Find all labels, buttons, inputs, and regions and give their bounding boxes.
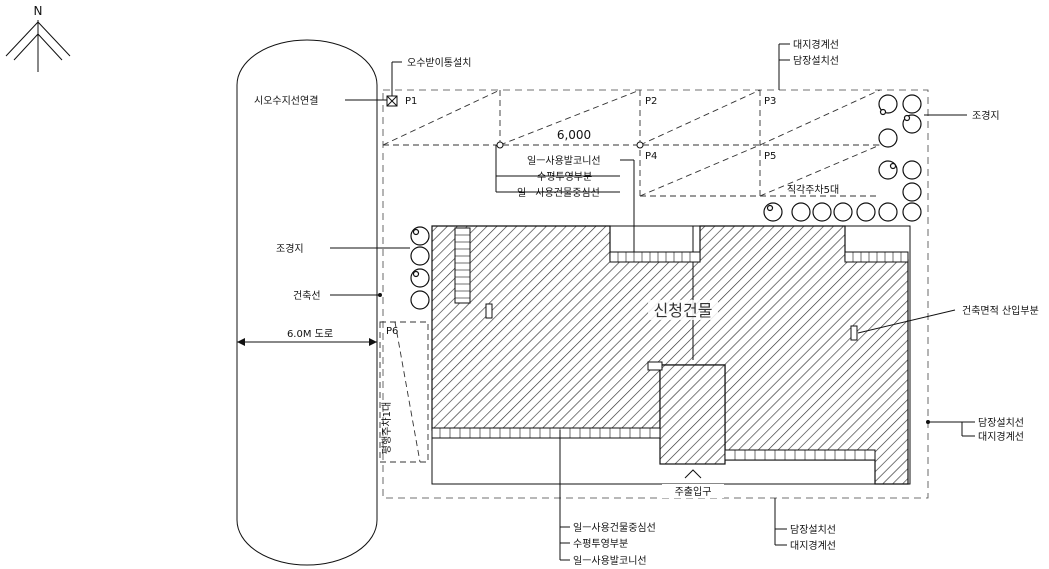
label-boundary-right: 대지경계선 [978, 430, 1024, 443]
road-label: 6.0M 도로 [287, 329, 333, 340]
parking-area-right: 직각주차5대 [382, 89, 881, 197]
north-arrow-icon: N [5, 4, 71, 72]
point-p6: P6 [386, 326, 398, 337]
label-sewer-box: 오수받이통설치 [407, 57, 471, 69]
label-balcony-bottom: 일ㅡ사용발코니선 [573, 555, 647, 567]
landscape-trees-right [763, 94, 922, 222]
main-entrance-label: 주출입구 [675, 485, 712, 498]
dimension-6000: 6,000 [496, 128, 644, 149]
label-proj-top: 수평투영부분 [537, 171, 592, 183]
label-center-top: 일ㅡ사용건물중심선 [517, 187, 600, 199]
point-p4: P4 [645, 151, 657, 162]
parking-area-left: 평행주차1대 [379, 321, 429, 463]
parking-left-label: 평행주차1대 [381, 402, 393, 454]
point-p3: P3 [764, 96, 776, 107]
label-landscape-right: 조경지 [972, 109, 1000, 122]
north-label: N [34, 4, 43, 18]
label-boundary-bottom: 대지경계선 [790, 539, 836, 552]
label-proj-bottom: 수평투영부분 [573, 538, 628, 550]
label-wall-top: 담장설치선 [793, 55, 839, 67]
label-boundary-top: 대지경계선 [793, 38, 839, 51]
label-center-bottom: 일ㅡ사용건물중심선 [573, 522, 656, 534]
entrance-marker-icon [684, 469, 702, 479]
point-p1: P1 [405, 96, 417, 107]
sewer-box-icon [386, 95, 398, 107]
parking-right-label: 직각주차5대 [787, 184, 839, 196]
label-building-line: 건축선 [293, 290, 321, 302]
point-p2: P2 [645, 96, 657, 107]
label-area-note: 건축면적 산입부분 [962, 304, 1039, 317]
label-landscape-left: 조경지 [276, 242, 304, 255]
building-label: 신청건물 [654, 301, 713, 320]
road: 6.0M 도로 [236, 39, 378, 566]
balcony-strips [431, 227, 909, 461]
landscape-trees-left [410, 226, 430, 310]
label-city-sewer: 시오수지선연결 [254, 95, 318, 107]
dimension-label: 6,000 [557, 128, 591, 142]
label-wall-bottom: 담장설치선 [790, 524, 836, 536]
label-wall-right: 담장설치선 [978, 417, 1024, 429]
marker-right [850, 325, 858, 341]
site-boundary [382, 89, 929, 499]
annotation-leaders [330, 43, 975, 561]
point-p5: P5 [764, 151, 776, 162]
label-balcony-top: 일ㅡ사용발코니선 [527, 155, 601, 167]
marker-left [485, 303, 493, 319]
